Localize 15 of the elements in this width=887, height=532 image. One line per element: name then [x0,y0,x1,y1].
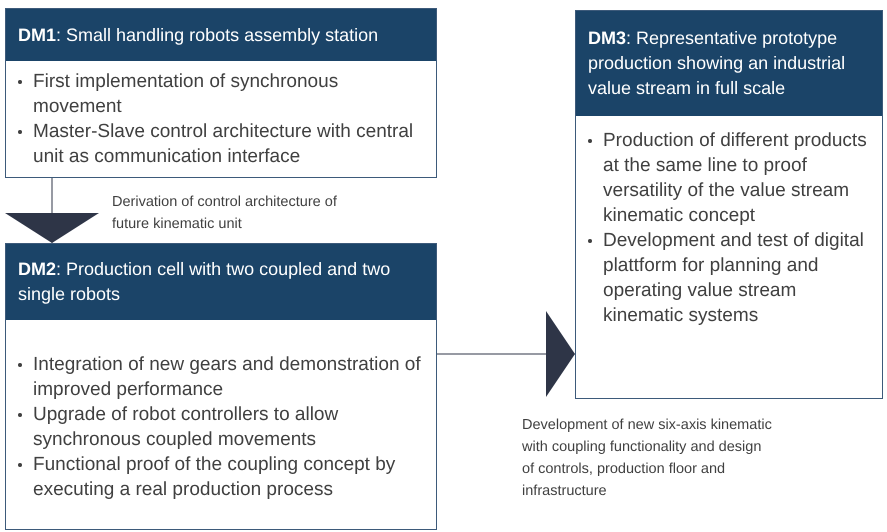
bullet-text: Master-Slave control architecture with central unit as communication interface [33,120,414,169]
card-title: DM2: Production cell with two coupled and two single robots [18,258,392,306]
card-title: DM3: Representative prototype production showing an industrial value stream in full scale [588,27,846,100]
chevron-arrow [436,311,576,397]
stage-card [575,10,883,399]
chevron-arrow [5,178,99,244]
bullet-text: Functional proof of the coupling concept by executing a real production process [33,453,396,502]
stage-card [5,8,437,178]
bullet-text: First implementation of synchronous movement [33,70,340,119]
card-title: DM1: Small handling robots assembly station [18,24,378,47]
bullet-text: Development and test of digital plattform for planning and operating value stream kinematic systems [603,229,865,328]
bullet-text: Upgrade of robot controllers to allow synchronous coupled movements [33,403,340,452]
bullet-text: Production of different products at the same line to proof versatility of the value stream kinematic concept [603,129,868,228]
bullet-text: Integration of new gears and demonstration of improved performance [33,353,422,402]
stage-card [5,243,437,530]
